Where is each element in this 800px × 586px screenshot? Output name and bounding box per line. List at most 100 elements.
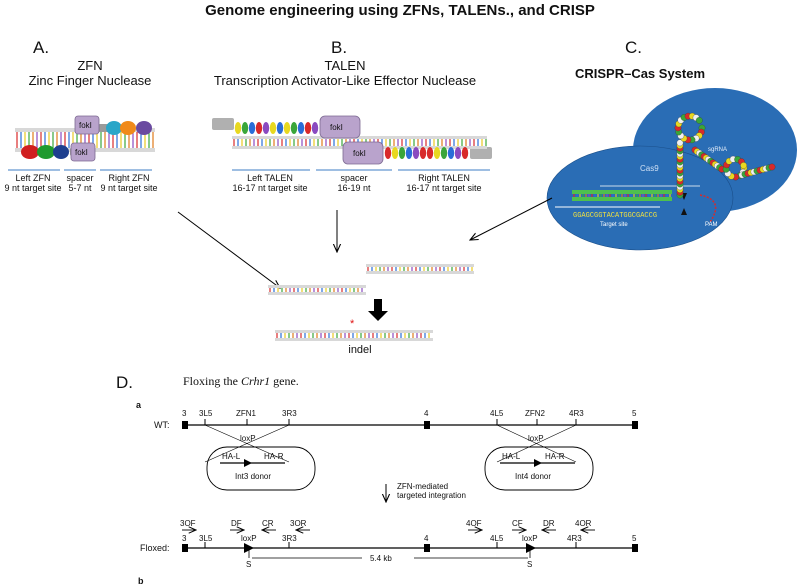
arrow-zfn-to-center [177, 211, 280, 288]
loxp-label-donor2: loxP [528, 434, 544, 443]
ha-l-donor1: HA-L [222, 452, 241, 461]
tale-repeat [412, 147, 420, 159]
ha-l-donor2: HA-L [502, 452, 521, 461]
loxp-label-floxed-1: loxP [241, 534, 257, 543]
tale-repeat [283, 122, 291, 134]
subpanel-a-label: a [136, 400, 142, 410]
subpanel-b-label: b [138, 576, 144, 586]
primer-3or: 3OR [290, 519, 307, 528]
sgrna-nucleotide [740, 162, 747, 169]
exon-5-floxed: 5 [632, 534, 637, 543]
down-arrow-repair [368, 299, 388, 321]
distance-label: 5.4 kb [370, 554, 392, 563]
tale-repeat [262, 122, 270, 134]
label-4l5-floxed: 4L5 [490, 534, 504, 543]
talen-foki-top-label: fokI [330, 123, 343, 132]
crispr-diagram [546, 88, 797, 251]
exon-3-floxed: 3 [182, 534, 187, 543]
floxed-label: Floxed: [140, 543, 170, 553]
zfn-foki-top-label: fokI [79, 121, 92, 130]
loxp-site-2 [526, 543, 536, 553]
panel-b-letter: B. [331, 38, 348, 57]
label-zfn2: ZFN2 [525, 409, 545, 418]
target-site-label: Target site [600, 222, 628, 228]
label-4r3-wt: 4R3 [569, 409, 584, 418]
zinc-finger-domain [120, 121, 136, 135]
panel-c-letter: C. [625, 38, 642, 57]
sgrna-label: sgRNA [708, 147, 728, 153]
tale-repeat [269, 122, 277, 134]
int3-donor-label: Int3 donor [235, 472, 272, 481]
ha-r-donor1: HA-R [264, 452, 284, 461]
s-site-1: S [246, 560, 252, 569]
panel-a-title: ZFN Zinc Finger Nuclease [0, 58, 180, 88]
label-4l5-wt: 4L5 [490, 409, 504, 418]
tale-repeat [297, 122, 305, 134]
tale-repeat [241, 122, 249, 134]
label-3r3-floxed: 3R3 [282, 534, 297, 543]
zfn-foki-bottom-label: fokI [75, 148, 88, 157]
label-zfn1: ZFN1 [236, 409, 256, 418]
tale-repeat [384, 147, 392, 159]
zfn-abbrev: ZFN [77, 58, 103, 73]
zinc-finger-domain [37, 145, 55, 159]
exon-5-wt: 5 [632, 409, 637, 418]
zfn-mediated-label: ZFN-mediated targeted integration [397, 482, 466, 500]
zinc-finger-domain [136, 121, 152, 135]
panel-d-letter: D. [116, 373, 133, 392]
floxing-floxed-diagram [182, 530, 638, 559]
talen-fullname: Transcription Activator-Like Effector Nu… [213, 73, 477, 88]
primer-dr: DR [543, 519, 555, 528]
exon-3-wt: 3 [182, 409, 187, 418]
zinc-finger-domain [21, 145, 39, 159]
label-3r3-wt: 3R3 [282, 409, 297, 418]
int4-donor-label: Int4 donor [515, 472, 552, 481]
s-site-2: S [527, 560, 533, 569]
foki-top-box [74, 115, 100, 135]
primer-df: DF [231, 519, 242, 528]
cas9-label: Cas9 [640, 164, 659, 173]
primer-cf: CF [512, 519, 523, 528]
ha-r-donor2: HA-R [545, 452, 565, 461]
foki-bottom-box [70, 142, 96, 162]
tale-repeat [311, 122, 319, 134]
zinc-finger-domain [106, 121, 122, 135]
indel-asterisk: * [350, 318, 355, 330]
tale-repeat [290, 122, 298, 134]
loxp-label-floxed-2: loxP [522, 534, 538, 543]
sgrna-nucleotide [695, 117, 703, 124]
zinc-finger-domain [53, 145, 69, 159]
label-3l5-wt: 3L5 [199, 409, 213, 418]
tale-repeat [248, 122, 256, 134]
exon-4-wt: 4 [424, 409, 429, 418]
tale-repeat [426, 147, 434, 159]
panel-b-title: TALEN Transcription Activator-Like Effec… [200, 58, 490, 88]
indel-label: indel [348, 344, 372, 356]
tale-repeat [419, 147, 427, 159]
zfn-diagram [8, 115, 155, 171]
tale-repeat [398, 147, 406, 159]
tale-repeat [461, 147, 469, 159]
tale-repeat [440, 147, 448, 159]
int4-donor-plasmid [484, 446, 594, 491]
tale-repeat [276, 122, 284, 134]
panel-c-title: CRISPR–Cas System [574, 66, 706, 81]
figure-title: Genome engineering using ZFNs, TALENs., … [205, 2, 595, 19]
talen-foki-top-box [319, 115, 361, 139]
panel-a-letter: A. [33, 38, 50, 57]
arrow-crispr-to-center [470, 197, 553, 240]
zfn-fullname: Zinc Finger Nuclease [28, 73, 152, 88]
tale-repeat [234, 122, 242, 134]
label-3l5-floxed: 3L5 [199, 534, 213, 543]
talen-foki-bottom-box [342, 141, 384, 165]
tale-repeat [447, 147, 455, 159]
tale-repeat [304, 122, 312, 134]
int3-donor-plasmid [206, 446, 316, 491]
